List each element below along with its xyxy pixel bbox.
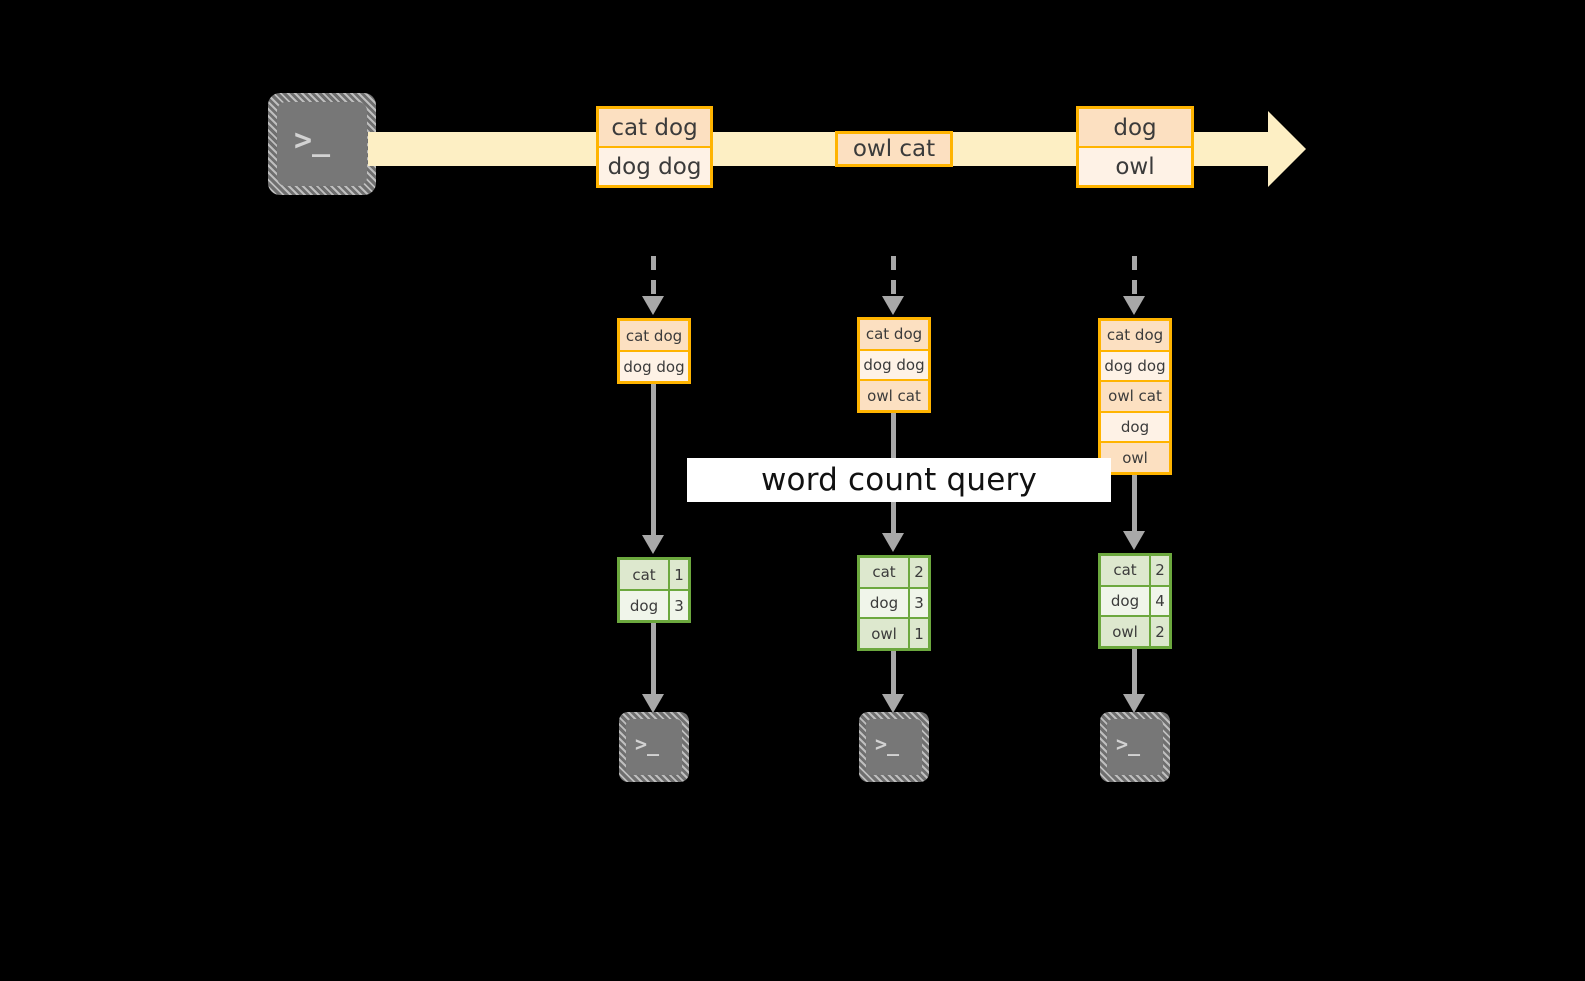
input-table-t3: cat dog dog dog owl cat dog owl	[1098, 318, 1172, 475]
result-value: 3	[910, 588, 928, 618]
result-value: 2	[910, 558, 928, 587]
sink-terminal-icon-t2: >_	[859, 712, 929, 782]
sink-terminal-icon-t1: >_	[619, 712, 689, 782]
stream-arrowhead-icon	[1268, 111, 1306, 187]
result-row: dog 3	[860, 588, 928, 618]
trigger-arrow-line-t1	[651, 256, 656, 298]
stream-record: dog	[1079, 109, 1191, 146]
result-value: 2	[1151, 556, 1169, 585]
terminal-prompt-glyph: >_	[875, 732, 900, 756]
trigger-arrow-head-t2	[882, 296, 904, 315]
result-key: dog	[1101, 586, 1149, 616]
result-row: cat 2	[1101, 556, 1169, 585]
sink-arrow-head-t3	[1123, 694, 1145, 713]
input-row: owl cat	[1101, 380, 1169, 411]
result-key: cat	[1101, 556, 1149, 585]
terminal-prompt-glyph: >_	[1116, 732, 1141, 756]
result-key: dog	[860, 588, 908, 618]
stream-record: cat dog	[599, 109, 710, 146]
result-key: cat	[860, 558, 908, 587]
stream-record: owl cat	[838, 134, 950, 164]
stream-record: dog dog	[599, 146, 710, 185]
result-row: dog 4	[1101, 586, 1169, 616]
query-arrow-head-t3	[1123, 531, 1145, 550]
sink-terminal-icon-t3: >_	[1100, 712, 1170, 782]
result-row: owl 1	[860, 619, 928, 649]
query-arrow-line-t1	[651, 384, 656, 537]
result-table-t2: cat 2 dog 3 owl 1	[857, 555, 931, 651]
trigger-arrow-head-t3	[1123, 296, 1145, 315]
sink-arrow-head-t1	[642, 694, 664, 713]
input-row: dog	[1101, 410, 1169, 442]
input-table-t2: cat dog dog dog owl cat	[857, 317, 931, 413]
terminal-screen	[277, 102, 367, 186]
terminal-prompt-glyph: >_	[294, 123, 331, 158]
result-key: owl	[860, 619, 908, 649]
result-value: 3	[670, 591, 688, 620]
stream-record: owl	[1079, 146, 1191, 185]
input-row: cat dog	[860, 320, 928, 349]
input-row: owl cat	[860, 379, 928, 411]
input-row: dog dog	[1101, 349, 1169, 381]
sink-arrow-line-t3	[1132, 649, 1137, 696]
trigger-arrow-head-t1	[642, 296, 664, 315]
sink-arrow-line-t1	[651, 623, 656, 696]
result-key: owl	[1101, 617, 1149, 647]
result-row: cat 1	[620, 560, 688, 589]
result-key: cat	[620, 560, 668, 589]
terminal-prompt-glyph: >_	[635, 732, 660, 756]
sink-arrow-line-t2	[891, 651, 896, 696]
result-row: owl 2	[1101, 617, 1169, 647]
query-arrow-head-t1	[642, 535, 664, 554]
sink-arrow-head-t2	[882, 694, 904, 713]
result-value: 4	[1151, 586, 1169, 616]
query-arrow-line-t3	[1132, 475, 1137, 533]
input-row: dog dog	[860, 348, 928, 380]
input-row: dog dog	[620, 350, 688, 381]
query-label: word count query	[687, 458, 1111, 502]
result-table-t3: cat 2 dog 4 owl 2	[1098, 553, 1172, 649]
result-key: dog	[620, 591, 668, 620]
source-terminal-icon: >_	[268, 93, 376, 195]
terminal-screen	[626, 719, 682, 775]
terminal-screen	[866, 719, 922, 775]
trigger-arrow-line-t2	[891, 256, 896, 298]
stream-group-g1: cat dog dog dog	[596, 106, 713, 188]
result-row: dog 3	[620, 591, 688, 620]
stream-group-g3: dog owl	[1076, 106, 1194, 188]
query-arrow-head-t2	[882, 533, 904, 552]
input-row: cat dog	[1101, 321, 1169, 350]
result-row: cat 2	[860, 558, 928, 587]
trigger-arrow-line-t3	[1132, 256, 1137, 298]
result-table-t1: cat 1 dog 3	[617, 557, 691, 623]
result-value: 1	[670, 560, 688, 589]
input-table-t1: cat dog dog dog	[617, 318, 691, 384]
terminal-screen	[1107, 719, 1163, 775]
input-row: owl	[1101, 441, 1169, 472]
stream-group-g2: owl cat	[835, 131, 953, 167]
result-value: 1	[910, 619, 928, 649]
input-row: cat dog	[620, 321, 688, 350]
result-value: 2	[1151, 617, 1169, 647]
